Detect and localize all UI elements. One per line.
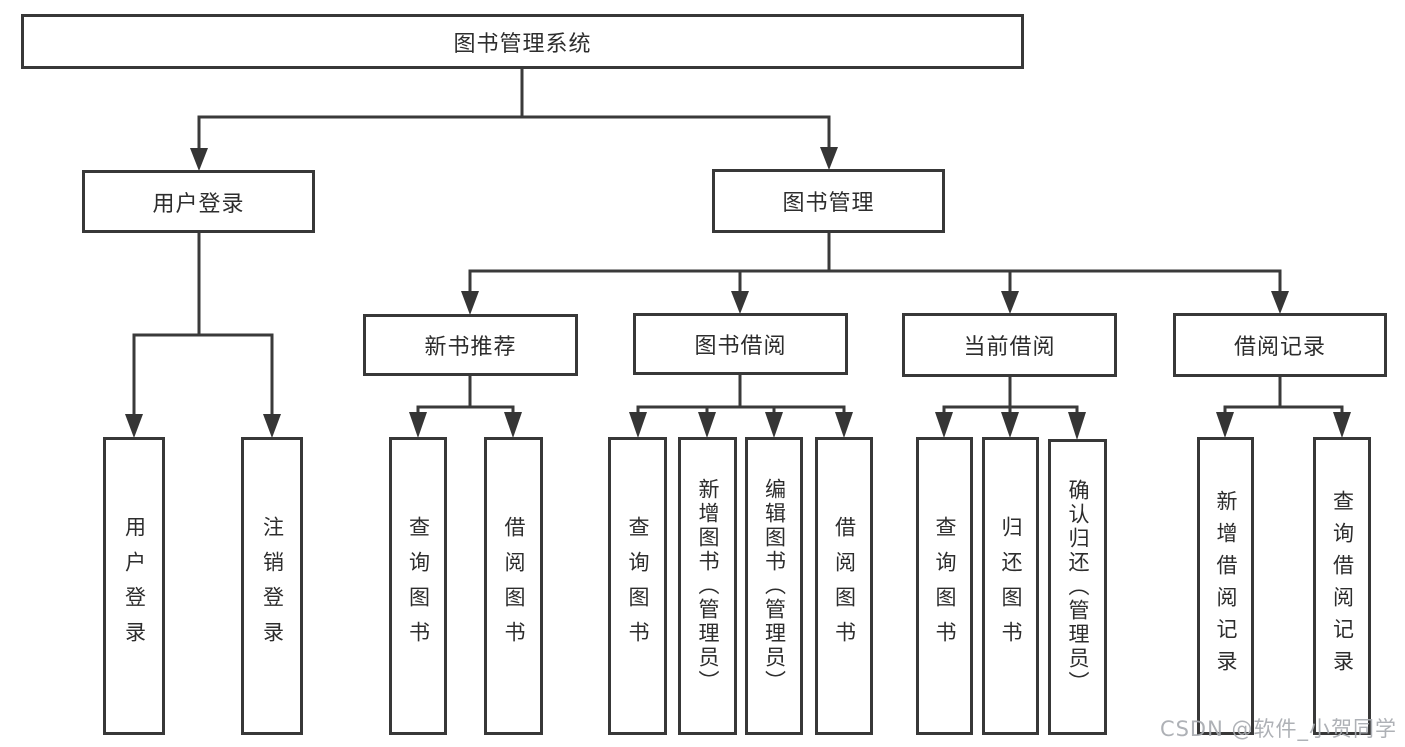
node-label: 图书管理 [782,191,875,216]
leaf-logout-login: 注销登录 [241,437,303,735]
leaf-edit-books-admin: 编辑图书（管理员） [745,437,803,735]
node-label: 用户登录 [122,516,147,656]
node-label: 借阅记录 [1233,335,1326,360]
node-label: 查询图书 [933,516,957,656]
node-label: 借阅图书 [832,516,857,656]
node-label: 确认归还（管理员） [1066,479,1090,695]
node-user-login: 用户登录 [82,170,315,233]
node-label: 当前借阅 [963,335,1056,360]
node-label: 归还图书 [999,516,1023,656]
node-label: 查询图书 [626,516,650,656]
node-library-management-system: 图书管理系统 [21,14,1024,69]
leaf-query-borrow-record: 查询借阅记录 [1313,437,1371,735]
node-current-borrow: 当前借阅 [902,313,1117,377]
leaf-add-books-admin: 新增图书（管理员） [678,437,737,735]
leaf-borrow-query-books: 查询图书 [608,437,667,735]
node-label: 图书借阅 [694,334,787,359]
node-label: 新增借阅记录 [1214,490,1238,682]
node-label: 查询图书 [406,516,431,656]
node-label: 查询借阅记录 [1330,490,1355,682]
node-book-borrow: 图书借阅 [633,313,848,375]
leaf-add-borrow-record: 新增借阅记录 [1197,437,1254,735]
leaf-recommend-borrow-books: 借阅图书 [484,437,543,735]
node-label: 注销登录 [260,516,285,656]
node-label: 用户登录 [152,191,245,217]
csdn-watermark: CSDN @软件_小贺同学 [1159,717,1397,741]
leaf-borrow-books: 借阅图书 [815,437,873,735]
node-label: 新增图书（管理员） [696,478,720,694]
node-label: 新书推荐 [424,335,517,360]
node-label: 借阅图书 [502,516,526,656]
node-label: 编辑图书（管理员） [762,478,787,694]
node-borrow-records: 借阅记录 [1173,313,1387,377]
leaf-current-query-books: 查询图书 [916,437,973,735]
node-new-book-recommend: 新书推荐 [363,314,578,376]
leaf-return-books: 归还图书 [982,437,1039,735]
leaf-user-login: 用户登录 [103,437,165,735]
node-book-management: 图书管理 [712,169,945,233]
node-label: 图书管理系统 [453,31,592,57]
leaf-confirm-return-admin: 确认归还（管理员） [1048,439,1107,735]
leaf-recommend-query-books: 查询图书 [389,437,447,735]
